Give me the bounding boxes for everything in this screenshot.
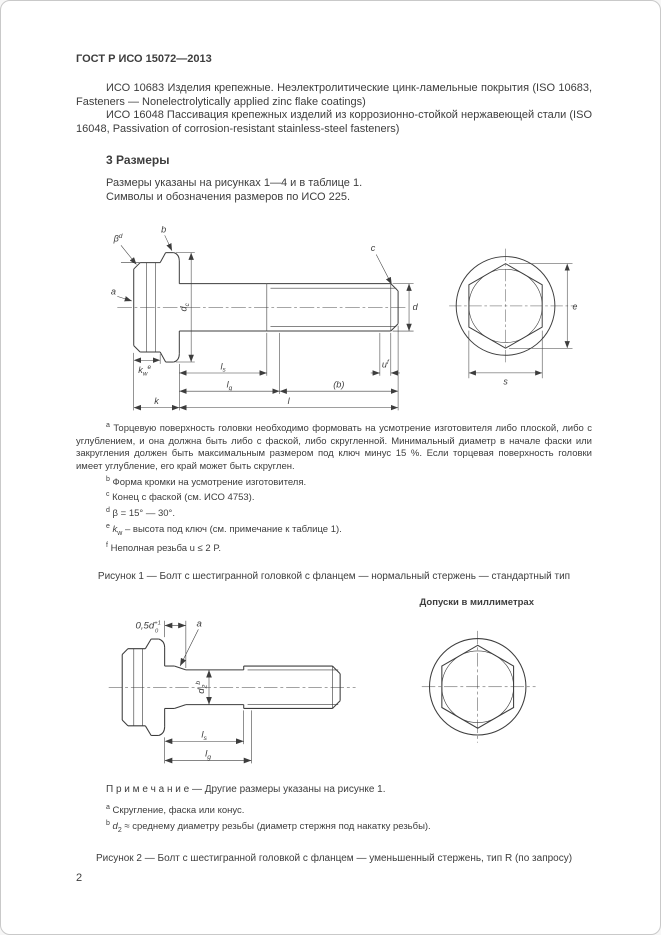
figure1-caption: Рисунок 1 — Болт с шестигранной головкой… [97, 571, 571, 583]
figure1-drawing: βd b a c dc d kwe uf ls lg (b) k l [76, 218, 592, 414]
figure2-footnotes: a Скругление, фаска или конус. b d2 ≈ ср… [76, 802, 592, 837]
wrench-height-label: kwe [138, 364, 151, 377]
angle-beta-label: βd [113, 233, 123, 244]
footnote-b-marker-label: b [161, 225, 166, 235]
section-line-2: Символы и обозначения размеров по ИСО 22… [106, 191, 351, 203]
figure2-end-view [421, 630, 536, 743]
figure1-footnotes: a Торцевую поверхность головки необходим… [76, 420, 592, 556]
figure2-note: П р и м е ч а н и е — Другие размеры ука… [106, 784, 386, 796]
reduced-shank-diameter-label: d2b [195, 681, 209, 694]
incomplete-thread-label: uf [382, 359, 390, 370]
thread-length-label: (b) [333, 380, 344, 390]
lg-dimension-label: lg [227, 380, 233, 392]
figure2-footnote-a: a Скругление, фаска или конус. [106, 804, 245, 817]
page-number: 2 [76, 872, 83, 884]
thread-diameter-label: d [413, 302, 419, 312]
center-lines [421, 630, 536, 743]
footnote-marker: d [106, 507, 110, 515]
intro-paragraph-1: ИСО 10683 Изделия крепежные. Неэлектроли… [76, 82, 592, 108]
figure2-caption: Рисунок 2 — Болт с шестигранной головкой… [95, 852, 573, 864]
dimension-lines [117, 235, 414, 411]
flange-diameter-label: dc [179, 302, 191, 311]
figure1-footnote-b: b Форма кромки на усмотрение изготовител… [106, 475, 307, 488]
figure1-footnote-c: c Конец с фаской (см. ИСО 4753). [106, 491, 255, 504]
head-end-outline [428, 637, 527, 736]
section-title: 3 Размеры [106, 153, 170, 167]
footnote-a-marker-label: a [111, 287, 116, 297]
bolt-detail-lines [146, 262, 397, 353]
figure1-end-view: e s [449, 248, 578, 386]
footnote-marker: b [106, 475, 110, 483]
footnote-marker: c [106, 491, 110, 499]
head-end-outline [455, 255, 556, 356]
across-flats-label: s [503, 376, 508, 386]
ls-dimension-label: ls [201, 730, 207, 742]
figure2-side-view: 0,5d+10 a d2b ls lg [108, 619, 356, 764]
footnote-a-marker-label: a [196, 619, 202, 630]
figure1-footnote-f: f Неполная резьба u ≤ 2 P. [106, 542, 222, 555]
ls-dimension-label: ls [220, 361, 226, 373]
across-corners-label: e [573, 301, 578, 311]
figure1-footnote-e: e kw – высота под ключ (см. примечание к… [106, 522, 342, 537]
center-lines [449, 248, 575, 365]
page-content: ГОСТ Р ИСО 15072—2013 ИСО 10683 Изделия … [76, 53, 592, 864]
footnote-marker: a [106, 422, 110, 429]
figure2-footnote-b: b d2 ≈ среднему диаметру резьбы (диаметр… [106, 819, 431, 834]
head-height-label: k [154, 396, 159, 406]
intro-paragraph-2: ИСО 16048 Пассивация крепежных изделий и… [76, 109, 592, 135]
figure1-side-view: βd b a c dc d kwe uf ls lg (b) k l [111, 225, 419, 411]
tolerance-note: Допуски в миллиметрах [419, 597, 534, 609]
dimension-lines [164, 620, 252, 764]
figure1-footnote-a: a Торцевую поверхность головки необходим… [76, 422, 593, 472]
footnote-marker: a [106, 804, 110, 812]
end-view-dimensions [468, 262, 573, 378]
bolt-detail-lines [133, 648, 339, 726]
document-header: ГОСТ Р ИСО 15072—2013 [76, 53, 212, 65]
section-line-1: Размеры указаны на рисунках 1—4 и в табл… [106, 177, 363, 189]
footnote-marker: f [106, 542, 108, 550]
lg-dimension-label: lg [205, 749, 211, 761]
footnote-c-marker-label: c [371, 243, 376, 253]
bolt-length-label: l [288, 396, 291, 406]
bolt-outline [133, 252, 399, 363]
bolt-outline [121, 638, 341, 737]
footnote-marker: e [106, 522, 110, 530]
footnote-marker: b [106, 819, 110, 827]
figure1-footnote-d: d β = 15° — 30°. [106, 507, 175, 520]
